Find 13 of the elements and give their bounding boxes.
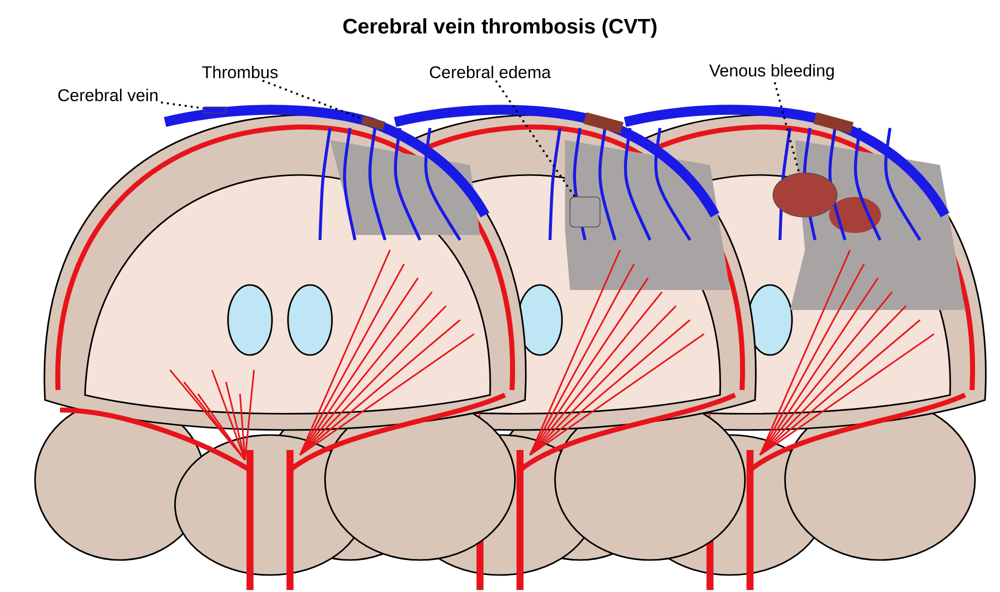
label-text: Cerebral vein	[58, 88, 158, 102]
pointed-part	[570, 196, 600, 228]
leader-line	[774, 82, 800, 174]
leader-line	[262, 80, 363, 120]
pointed-part	[360, 116, 386, 130]
label-text: Cerebral edema	[430, 66, 551, 78]
label-text: Venous bleeding	[709, 64, 834, 80]
title: Cerebral vein thrombosis (CVT)	[343, 18, 656, 38]
leader-line	[160, 101, 204, 110]
pointed-part	[772, 172, 838, 218]
leader-line	[495, 80, 576, 198]
pointed-part	[204, 106, 226, 114]
label-text: Thrombus	[202, 66, 278, 78]
